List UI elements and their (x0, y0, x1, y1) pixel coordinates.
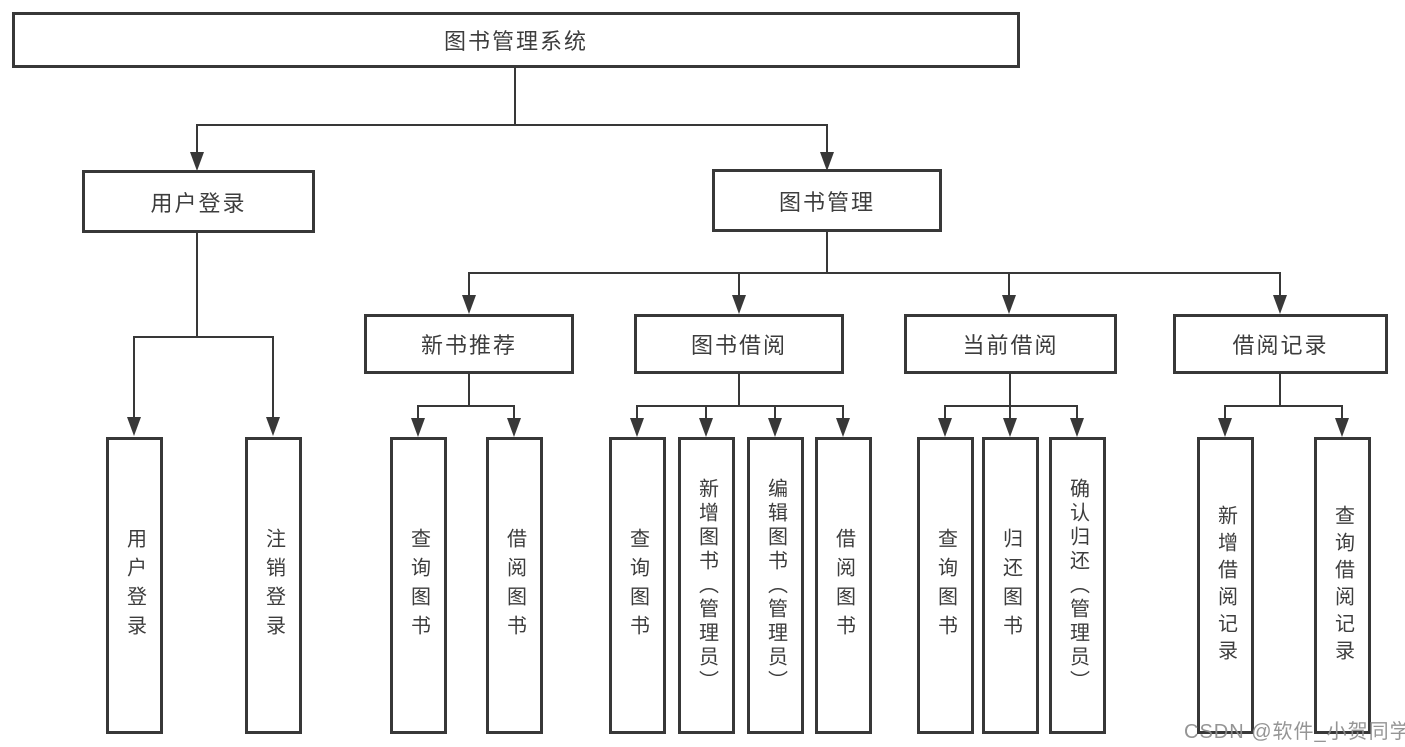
connector-drop-nb-borrow (513, 405, 515, 419)
connector-drop-cb-query (944, 405, 946, 419)
arrow-borrow-records (1273, 295, 1287, 314)
arrow-bb-edit (768, 418, 782, 437)
connector-drop-bb-query (636, 405, 638, 419)
leaf-bb-borrow-book: 借阅图书 (815, 437, 872, 734)
arrow-bb-borrow (836, 418, 850, 437)
leaf-cb-return-book: 归还图书 (982, 437, 1039, 734)
connector-borrow-records-stem (1279, 374, 1281, 407)
connector-br-rail (1224, 405, 1343, 407)
connector-drop-current-borrow (1008, 272, 1010, 297)
leaf-bb-query-book: 查询图书 (609, 437, 666, 734)
arrow-bb-add (699, 418, 713, 437)
leaf-ul-logout: 注销登录 (245, 437, 302, 734)
connector-current-borrow-stem (1009, 374, 1011, 407)
connector-user-login-rail (133, 336, 274, 338)
leaf-cb-confirm-return: 确认归还（管理员） (1049, 437, 1106, 734)
node-current-borrow: 当前借阅 (904, 314, 1117, 374)
connector-nb-rail (417, 405, 515, 407)
arrow-bb-query (630, 418, 644, 437)
node-book-mgmt: 图书管理 (712, 169, 942, 232)
connector-drop-ul-logout (272, 336, 274, 418)
node-borrow-records: 借阅记录 (1173, 314, 1388, 374)
leaf-ul-user-login: 用户登录 (106, 437, 163, 734)
arrow-user-login (190, 152, 204, 171)
leaf-br-add-record: 新增借阅记录 (1197, 437, 1254, 734)
connector-drop-bb-borrow (842, 405, 844, 419)
connector-drop-cb-confirm (1076, 405, 1078, 419)
connector-drop-book-mgmt (826, 124, 828, 154)
arrow-br-add (1218, 418, 1232, 437)
connector-user-login-stem (196, 233, 198, 336)
leaf-bb-add-book: 新增图书（管理员） (678, 437, 735, 734)
arrow-book-borrow (732, 295, 746, 314)
connector-drop-book-borrow (738, 272, 740, 297)
leaf-nb-query-book: 查询图书 (390, 437, 447, 734)
connector-l2-rail (196, 124, 828, 126)
arrow-new-book (462, 295, 476, 314)
connector-drop-bb-add (705, 405, 707, 419)
arrow-book-mgmt (820, 152, 834, 171)
connector-cb-rail (944, 405, 1078, 407)
arrow-nb-query (411, 418, 425, 437)
connector-drop-cb-return (1009, 405, 1011, 419)
leaf-nb-borrow-book: 借阅图书 (486, 437, 543, 734)
arrow-ul-logout (266, 417, 280, 436)
connector-l3-rail (468, 272, 1281, 274)
connector-drop-borrow-records (1279, 272, 1281, 297)
connector-book-borrow-stem (738, 374, 740, 407)
arrow-cb-query (938, 418, 952, 437)
connector-drop-ul-login (133, 336, 135, 418)
arrow-cb-return (1003, 418, 1017, 437)
connector-drop-new-book (468, 272, 470, 297)
connector-drop-br-add (1224, 405, 1226, 419)
leaf-br-query-record: 查询借阅记录 (1314, 437, 1371, 734)
connector-drop-bb-edit (774, 405, 776, 419)
leaf-cb-query-book: 查询图书 (917, 437, 974, 734)
connector-drop-br-query (1341, 405, 1343, 419)
csdn-watermark: CSDN @软件_小贺同学 (1184, 721, 1405, 743)
connector-drop-nb-query (417, 405, 419, 419)
node-book-borrow: 图书借阅 (634, 314, 844, 374)
connector-bb-rail (636, 405, 844, 407)
arrow-br-query (1335, 418, 1349, 437)
leaf-bb-edit-book: 编辑图书（管理员） (747, 437, 804, 734)
node-user-login: 用户登录 (82, 170, 315, 233)
connector-root-stem (514, 68, 516, 125)
arrow-current-borrow (1002, 295, 1016, 314)
connector-book-mgmt-stem (826, 232, 828, 272)
connector-drop-user-login (196, 124, 198, 154)
arrow-cb-confirm (1070, 418, 1084, 437)
arrow-ul-login (127, 417, 141, 436)
connector-new-book-stem (468, 374, 470, 407)
node-root: 图书管理系统 (12, 12, 1020, 68)
arrow-nb-borrow (507, 418, 521, 437)
node-new-book-rec: 新书推荐 (364, 314, 574, 374)
